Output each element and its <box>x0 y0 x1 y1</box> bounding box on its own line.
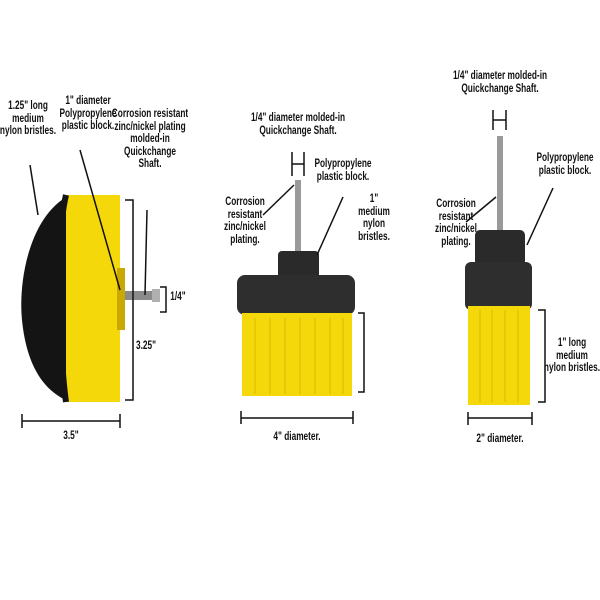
small-block-label: Polypropylene plastic block. <box>536 152 594 177</box>
small-plating-label: Corrosion resistant zinc/nickel plating. <box>435 198 477 248</box>
large-bristle-label: 1.25" long medium nylon bristles. <box>0 100 57 137</box>
medium-bristle-label: 1" medium nylon bristles. <box>358 193 390 243</box>
small-bristle-label: 1" long medium nylon bristles. <box>543 337 600 374</box>
large-width-dimension: 3.5" <box>63 430 79 442</box>
large-shaft-label: Corrosion resistant zinc/nickel plating … <box>111 108 189 170</box>
small-shaft-label: 1/4" diameter molded-in Quickchange Shaf… <box>452 70 548 95</box>
medium-shaft-label: 1/4" diameter molded-in Quickchange Shaf… <box>250 112 346 137</box>
medium-block-label: Polypropylene plastic block. <box>314 158 372 183</box>
large-shaft-dimension: 1/4" <box>170 291 186 303</box>
large-height-dimension: 3.25" <box>135 340 157 352</box>
medium-plating-label: Corrosion resistant zinc/nickel plating. <box>224 196 266 246</box>
medium-brush <box>237 152 365 424</box>
small-brush <box>465 110 554 425</box>
small-width-dimension: 2" diameter. <box>476 433 524 445</box>
large-brush <box>21 149 167 428</box>
medium-width-dimension: 4" diameter. <box>273 431 321 443</box>
large-block-label: 1" diameter Polypropylene plastic block. <box>59 95 117 132</box>
